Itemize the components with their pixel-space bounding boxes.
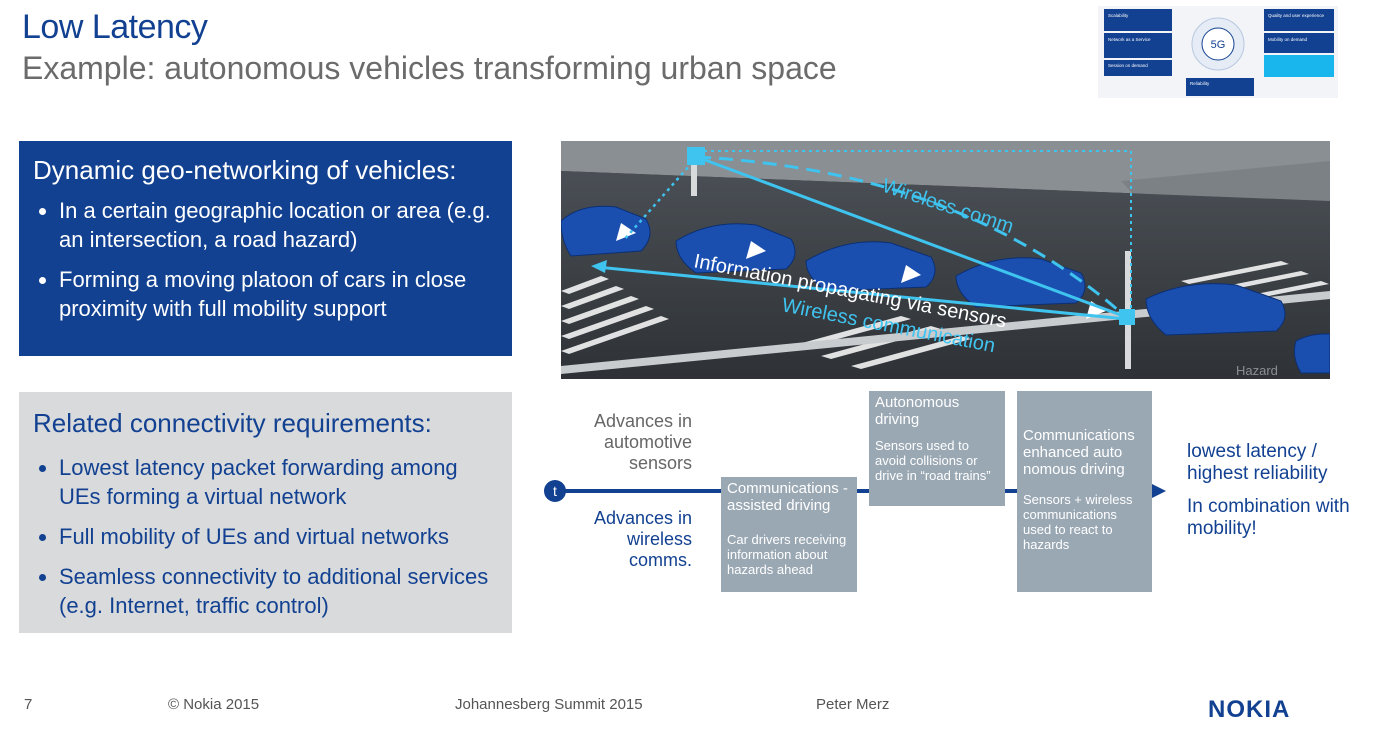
slide-title: Low Latency: [22, 8, 208, 46]
slide-subtitle: Example: autonomous vehicles transformin…: [22, 50, 837, 86]
thumb-item-1: Scalability: [1108, 13, 1129, 18]
stage3-body: Sensors + wireless communications used t…: [1023, 492, 1133, 552]
nokia-logo: NOKIA: [1208, 696, 1291, 723]
requirements-list: Lowest latency packet forwarding among U…: [33, 453, 498, 620]
thumb-item-5: Quality and user experience: [1268, 13, 1325, 18]
timeline-marker: t: [553, 483, 557, 499]
requirements-heading: Related connectivity requirements:: [33, 408, 432, 438]
stage-assisted-driving: Communications - assisted driving Car dr…: [721, 477, 857, 592]
geo-bullet-1: In a certain geographic location or area…: [59, 196, 498, 254]
geo-networking-list: In a certain geographic location or area…: [33, 196, 498, 323]
footer-copyright: © Nokia 2015: [168, 696, 260, 713]
result-latency: lowest latency / highest reliability: [1187, 441, 1328, 484]
stage1-body: Car drivers receiving information about …: [727, 532, 847, 577]
thumb-item-3: Session on demand: [1108, 63, 1148, 68]
requirements-box: Related connectivity requirements: Lowes…: [19, 392, 512, 633]
footer-author: Peter Merz: [816, 696, 890, 713]
footer-event: Johannesberg Summit 2015: [455, 696, 643, 713]
stage2-body: Sensors used to avoid collisions or driv…: [875, 438, 991, 483]
thumb-5g-label: 5G: [1211, 39, 1226, 51]
geo-networking-box: Dynamic geo-networking of vehicles: In a…: [19, 141, 512, 356]
thumb-item-6: Mobility on demand: [1268, 37, 1308, 42]
scene-label-hazard: Hazard: [1236, 363, 1278, 378]
stage-enhanced-autonomous-driving: Communications enhanced auto nomous driv…: [1017, 391, 1152, 592]
timeline-result: lowest latency / highest reliability In …: [1187, 441, 1367, 551]
stage-autonomous-driving: Autonomous driving Sensors used to avoid…: [869, 391, 1005, 506]
advances-wireless-label: Advances in wireless comms.: [593, 508, 692, 570]
requirement-bullet-3: Seamless connectivity to additional serv…: [59, 562, 498, 620]
stage1-title: Communications - assisted driving: [727, 480, 848, 514]
stage2-title: Autonomous driving: [875, 394, 960, 428]
5g-overview-thumbnail: Scalability Network as a Service Session…: [1098, 6, 1338, 98]
page-number: 7: [24, 696, 33, 713]
autonomous-vehicle-scene: Wireless comm Information propagating vi…: [561, 141, 1330, 379]
geo-networking-heading: Dynamic geo-networking of vehicles:: [33, 155, 457, 185]
stage3-title: Communications enhanced auto nomous driv…: [1023, 427, 1135, 478]
advances-sensors-label: Advances in automotive sensors: [593, 411, 692, 473]
requirement-bullet-1: Lowest latency packet forwarding among U…: [59, 453, 498, 511]
result-mobility: In combination with mobility!: [1187, 496, 1350, 539]
geo-bullet-2: Forming a moving platoon of cars in clos…: [59, 265, 498, 323]
thumb-item-2: Network as a Service: [1108, 37, 1151, 42]
requirement-bullet-2: Full mobility of UEs and virtual network…: [59, 522, 498, 551]
thumb-item-4: Reliability: [1190, 81, 1210, 86]
